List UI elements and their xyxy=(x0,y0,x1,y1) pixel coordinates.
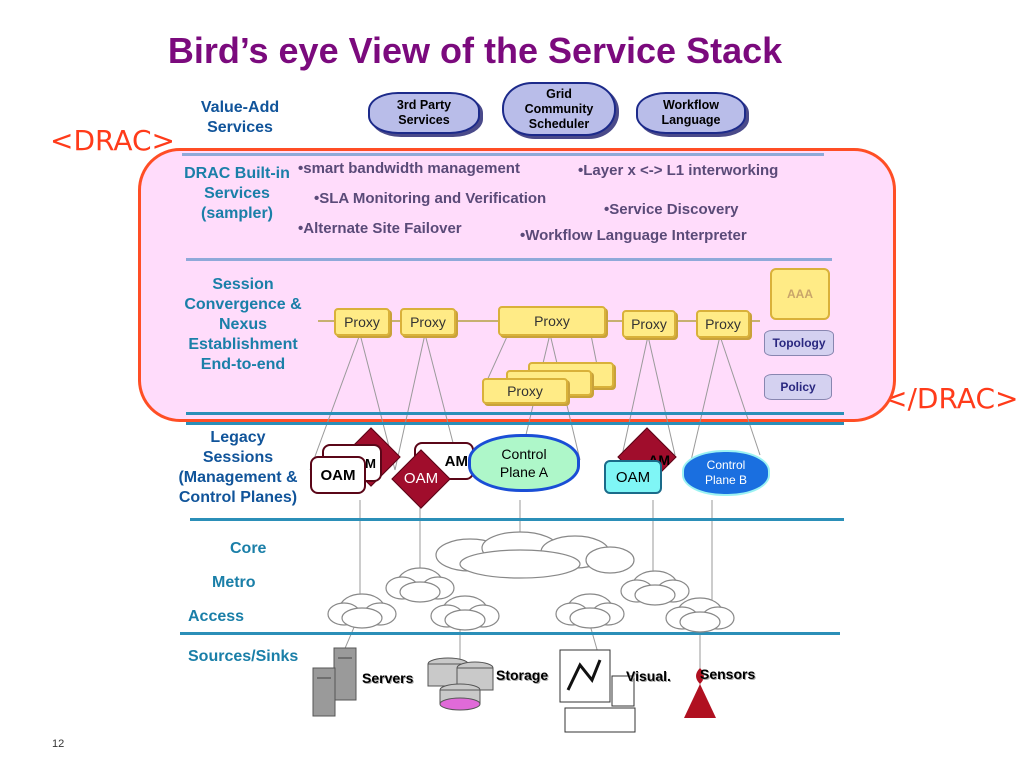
pill-line: 3rd Party xyxy=(396,98,452,112)
servers-icon xyxy=(312,647,357,717)
bullet-sla: •SLA Monitoring and Verification xyxy=(314,190,547,207)
proxy-box[interactable]: Proxy xyxy=(482,378,568,404)
proxy-box[interactable]: Proxy xyxy=(334,308,390,336)
policy-db[interactable]: Policy xyxy=(764,374,832,400)
page-number: 12 xyxy=(52,738,65,750)
legacy-label-line: Legacy xyxy=(210,429,266,446)
cp-b-line1: Control xyxy=(706,458,746,472)
session-label-line: Convergence & xyxy=(184,296,302,313)
sources-sinks-label: Sources/Sinks xyxy=(188,648,299,665)
storage-icon xyxy=(427,657,494,711)
cp-a-line1: Control xyxy=(501,446,547,462)
pill-line: Services xyxy=(398,113,450,127)
value-add-label: Value-Add Services xyxy=(180,98,300,138)
sensors-label: Sensors xyxy=(700,666,756,682)
divider-line xyxy=(190,518,844,521)
legacy-label-line: (Management & xyxy=(178,469,298,486)
oam-label: OAM xyxy=(320,466,356,484)
drac-open-tag: <DRAC> xyxy=(50,124,176,157)
legacy-label: Legacy Sessions (Management & Control Pl… xyxy=(170,428,306,508)
divider-line xyxy=(186,412,844,415)
proxy-box[interactable]: Proxy xyxy=(498,306,606,336)
oam-node[interactable]: OAM xyxy=(604,460,662,494)
value-add-label-line2: Services xyxy=(207,119,273,136)
value-add-label-line1: Value-Add xyxy=(200,99,280,116)
legacy-label-line: Sessions xyxy=(202,449,274,466)
builtin-services-label: DRAC Built-in Services (sampler) xyxy=(174,164,300,224)
oam-partial-label: AM xyxy=(444,452,468,470)
legacy-label-line: Control Planes) xyxy=(178,489,298,506)
cp-b-line2: Plane B xyxy=(704,473,748,487)
builtin-label-line1: DRAC Built-in xyxy=(184,165,290,182)
drac-close-tag: </DRAC> xyxy=(884,382,1019,415)
pill-line: Workflow xyxy=(662,98,719,112)
topology-db[interactable]: Topology xyxy=(764,330,834,356)
oam-label: OAM xyxy=(403,470,439,487)
visualization-icon xyxy=(559,649,636,733)
divider-line xyxy=(182,153,824,156)
pill-line: Grid xyxy=(546,86,572,101)
core-label: Core xyxy=(230,540,267,557)
session-label-line: Session xyxy=(212,276,274,293)
aaa-box[interactable]: AAA xyxy=(770,268,830,320)
pill-line: Language xyxy=(661,113,721,127)
servers-label: Servers xyxy=(362,670,414,686)
access-label: Access xyxy=(188,608,245,625)
metro-label: Metro xyxy=(212,574,256,591)
session-label-line: Nexus xyxy=(218,316,268,333)
session-label-line: Establishment xyxy=(188,336,298,353)
pill-line: Community xyxy=(524,101,594,116)
policy-label: Policy xyxy=(780,380,816,394)
sensor-icon xyxy=(684,668,716,718)
proxy-box[interactable]: Proxy xyxy=(696,310,750,338)
session-label: Session Convergence & Nexus Establishmen… xyxy=(172,275,314,375)
pill-line: Scheduler xyxy=(528,116,590,131)
divider-line xyxy=(180,632,840,635)
oam-node[interactable]: OAM xyxy=(310,456,366,494)
bullet-layer-interworking: •Layer x <-> L1 interworking xyxy=(578,162,779,179)
page-title: Bird’s eye View of the Service Stack xyxy=(167,30,783,71)
core-cloud xyxy=(435,531,635,579)
builtin-label-line3: (sampler) xyxy=(200,205,274,222)
control-plane-a[interactable]: Control Plane A xyxy=(468,434,580,492)
cp-a-line2: Plane A xyxy=(499,464,549,480)
divider-line xyxy=(186,258,832,261)
bullet-failover: •Alternate Site Failover xyxy=(298,220,462,237)
proxy-box[interactable]: Proxy xyxy=(622,310,676,338)
control-plane-b[interactable]: Control Plane B xyxy=(682,450,770,496)
bullet-service-discovery: •Service Discovery xyxy=(604,201,739,218)
aaa-label: AAA xyxy=(787,287,813,301)
bullet-workflow-interpreter: •Workflow Language Interpreter xyxy=(520,227,747,244)
topology-label: Topology xyxy=(772,336,826,350)
proxy-box[interactable]: Proxy xyxy=(400,308,456,336)
builtin-label-line2: Services xyxy=(204,185,270,202)
visual-label: Visual. xyxy=(626,668,671,684)
divider-line xyxy=(186,422,844,425)
oam-label: OAM xyxy=(615,468,651,486)
bullet-bandwidth: •smart bandwidth management xyxy=(298,160,520,177)
oam-partial-label: M xyxy=(365,455,376,471)
storage-label: Storage xyxy=(496,667,549,683)
session-label-line: End-to-end xyxy=(200,356,286,373)
